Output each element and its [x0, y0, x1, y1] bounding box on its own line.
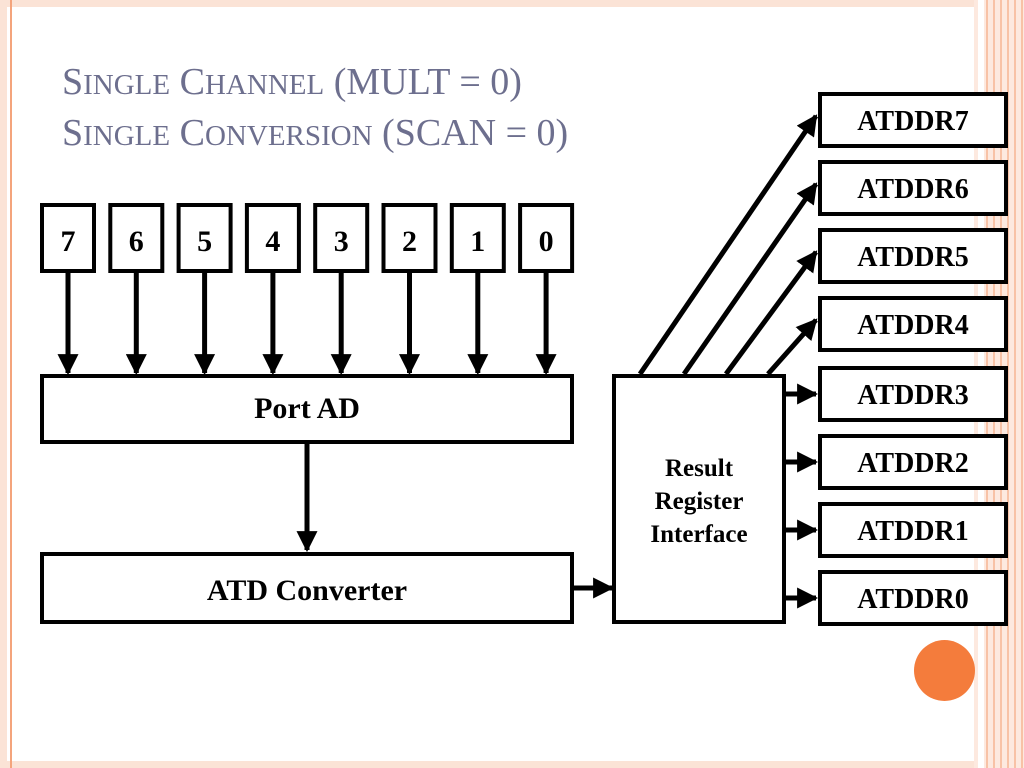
register-label-atddr7: ATDDR7 [857, 106, 968, 137]
channel-label-2: 2 [402, 225, 417, 258]
register-box-atddr2 [818, 434, 1008, 490]
register-box-atddr6 [818, 160, 1008, 216]
register-box-atddr3 [818, 366, 1008, 422]
register-label-atddr3: ATDDR3 [857, 380, 968, 411]
atd-converter-box [40, 552, 574, 624]
channel-box-3 [313, 203, 370, 273]
register-arrows [637, 114, 819, 609]
register-label-atddr0: ATDDR0 [857, 584, 968, 615]
register-box-atddr0 [818, 570, 1008, 626]
register-label-atddr1: ATDDR1 [857, 516, 968, 547]
channel-box-5 [176, 203, 233, 273]
register-label-atddr5: ATDDR5 [857, 242, 968, 273]
title-line-2: Single Conversion (SCAN = 0) [62, 112, 569, 154]
interface-label-line-3: Interface [650, 521, 747, 548]
register-box-atddr7 [818, 92, 1008, 148]
accent-dot [914, 640, 975, 701]
channel-label-6: 6 [129, 225, 144, 258]
register-box-atddr4 [818, 296, 1008, 352]
register-box-atddr5 [818, 228, 1008, 284]
register-label-atddr6: ATDDR6 [857, 174, 968, 205]
atd-converter-label: ATD Converter [207, 574, 407, 607]
channel-box-1 [449, 203, 506, 273]
result-register-interface-box [612, 374, 786, 624]
interface-label-line-1: Result [665, 455, 734, 482]
channel-label-5: 5 [197, 225, 212, 258]
register-label-atddr4: ATDDR4 [857, 310, 968, 341]
interface-label-line-2: Register [655, 488, 744, 515]
channel-box-6 [108, 203, 165, 273]
result-registers: ATDDR7ATDDR6ATDDR5ATDDR4ATDDR3ATDDR2ATDD… [818, 92, 1008, 626]
channel-label-1: 1 [470, 225, 485, 258]
channel-box-4 [244, 203, 301, 273]
register-box-atddr1 [818, 502, 1008, 558]
channel-label-0: 0 [539, 225, 554, 258]
channel-label-3: 3 [334, 225, 349, 258]
channel-label-7: 7 [61, 225, 76, 258]
channel-label-4: 4 [265, 225, 280, 258]
channel-inputs: 7 6 5 4 3 2 1 0 [40, 203, 575, 376]
slide-title: Single Channel (MULT = 0) Single Convers… [62, 58, 568, 160]
register-arrow-atddr7 [637, 114, 819, 376]
title-line-1: Single Channel (MULT = 0) [62, 61, 522, 103]
slide-frame-line [10, 0, 12, 768]
channel-box-0 [518, 203, 575, 273]
register-arrow-atddr6 [681, 182, 819, 376]
register-arrow-atddr5 [723, 250, 819, 376]
port-ad-label: Port AD [254, 392, 360, 425]
register-arrow-atddr4 [766, 318, 818, 376]
register-label-atddr2: ATDDR2 [857, 448, 968, 479]
